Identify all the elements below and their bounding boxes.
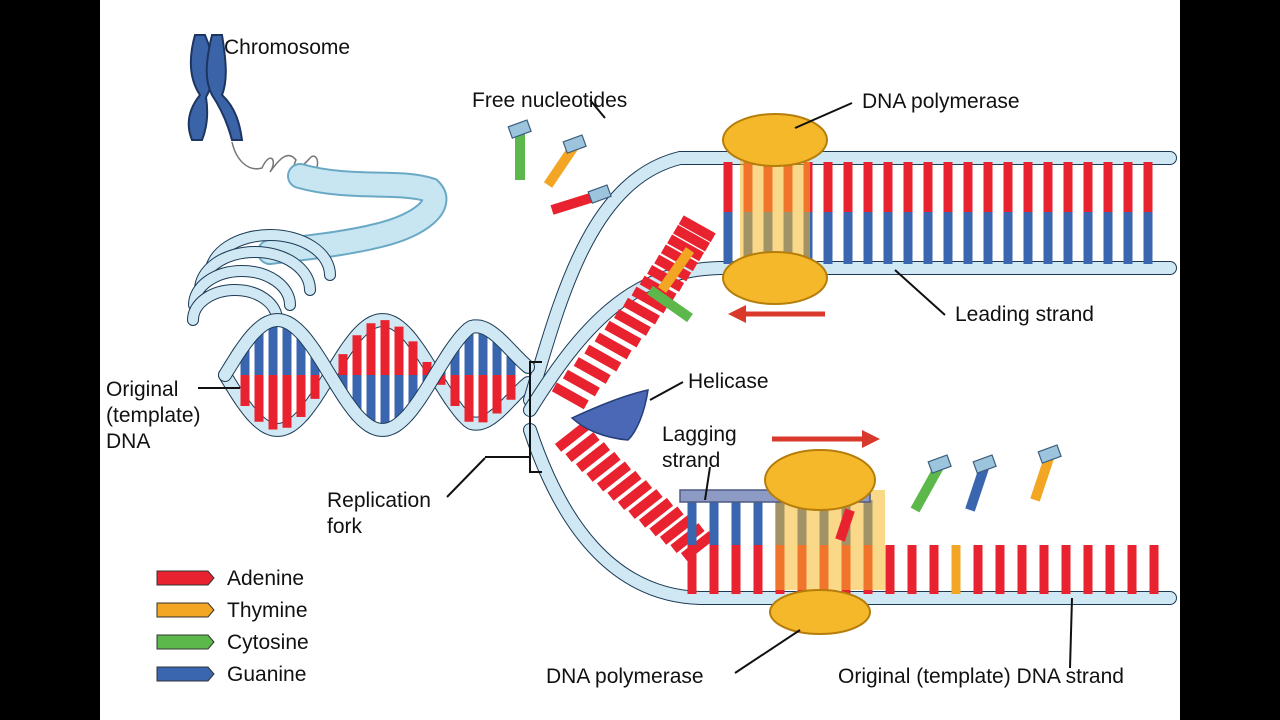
legend-guanine-label: Guanine — [227, 663, 307, 686]
fork-upper-base-14 — [673, 224, 710, 252]
fork-lower-base-7 — [628, 489, 663, 519]
leader-line-2 — [894, 269, 946, 316]
fork-lower-base-0 — [554, 421, 590, 452]
replication-fork-bracket — [485, 361, 542, 473]
dna-polymerase-bottom-lower — [769, 589, 871, 635]
helicase-shape — [570, 389, 649, 441]
fork-lower-base-2 — [575, 442, 611, 472]
fork-upper-base-5 — [604, 320, 642, 348]
leader-line-7 — [734, 629, 801, 674]
fork-upper-base-8 — [631, 286, 669, 314]
legend-swatch-guanine — [156, 666, 215, 682]
dna-polymerase-top-lower — [722, 251, 828, 305]
lagging-strand-label: Lagging strand — [662, 423, 737, 472]
legend-thymine-label: Thymine — [227, 599, 308, 622]
fork-lower-base-9 — [649, 506, 684, 537]
dna-polymerase-top-body — [740, 150, 810, 270]
fork-upper-base-6 — [614, 309, 651, 336]
lagging-direction-arrow-head — [862, 430, 880, 448]
dna-polymerase-bottom-upper — [764, 449, 876, 511]
parent-helix-strand-a — [219, 314, 534, 436]
legend-swatch-thymine — [156, 602, 215, 618]
fork-lower-base-5 — [607, 470, 642, 501]
fork-upper-base-0 — [551, 382, 589, 410]
replication-fork-label: Replication fork — [327, 489, 431, 538]
fork-upper-base-7 — [623, 297, 660, 325]
fork-lower-base-4 — [596, 461, 632, 492]
legend-cytosine-label: Cytosine — [227, 631, 309, 654]
legend-adenine-label: Adenine — [227, 567, 305, 590]
upper-template-strand — [524, 152, 1176, 406]
fork-upper-base-2 — [573, 357, 611, 384]
dna-polymerase-bottom-label: DNA polymerase — [546, 665, 704, 688]
incoming-nucleotide-2 — [835, 508, 855, 542]
fork-upper-base-15 — [678, 215, 716, 243]
legend-swatch-cytosine — [156, 634, 215, 650]
free-nucleotide-sugar-5 — [1037, 444, 1062, 464]
incoming-nucleotide-0 — [657, 247, 695, 293]
parent-helix-strand-b — [219, 314, 534, 436]
leading-strand-label: Leading strand — [955, 303, 1094, 326]
free-nucleotide-sugar-2 — [587, 184, 612, 204]
leader-line-5 — [704, 466, 711, 501]
incoming-nucleotide-1 — [647, 285, 693, 323]
fork-lower-base-10 — [659, 514, 695, 545]
fork-lower-base-8 — [638, 497, 674, 528]
fork-upper-base-9 — [639, 275, 677, 303]
chromatin-thread — [231, 141, 319, 177]
free-nucleotide-5 — [1030, 453, 1055, 502]
chromatin-coil-3 — [188, 285, 282, 325]
fork-lower-base-1 — [565, 432, 600, 462]
chromosome-arm-right — [205, 34, 244, 141]
leader-line-8 — [1069, 597, 1073, 669]
chromatin-tube — [259, 165, 446, 263]
fork-upper-base-1 — [562, 369, 600, 397]
chromosome-label: Chromosome — [224, 36, 351, 59]
helicase-label: Helicase — [688, 370, 769, 393]
leader-line-4 — [649, 381, 684, 401]
free-nucleotide-sugar-0 — [507, 119, 532, 139]
free-nucleotide-sugar-1 — [562, 134, 587, 154]
fork-upper-base-4 — [594, 332, 632, 360]
fork-upper-base-3 — [584, 344, 622, 372]
free-nucleotide-4 — [965, 463, 990, 512]
leading-direction-arrow-head — [728, 305, 746, 323]
free-nucleotide-sugar-3 — [927, 454, 952, 474]
leader-line-1 — [794, 102, 853, 129]
original-template-strand-label: Original (template) DNA strand — [838, 665, 1124, 688]
free-nucleotide-3 — [910, 462, 945, 513]
free-nucleotides-label: Free nucleotides — [472, 89, 628, 112]
fork-lower-base-6 — [617, 480, 653, 510]
leading-new-strand — [524, 262, 1176, 416]
chromatin-coil-1 — [195, 247, 315, 295]
original-template-dna-label: Original (template) DNA — [106, 378, 201, 453]
fork-lower-base-3 — [586, 451, 621, 482]
free-nucleotide-sugar-4 — [972, 454, 997, 474]
leader-line-6 — [446, 457, 486, 498]
chromatin-coil-2 — [189, 266, 295, 310]
legend-swatch-adenine — [156, 570, 215, 586]
lower-template-strand — [524, 424, 1176, 604]
leader-line-0 — [589, 99, 606, 119]
dna-polymerase-top-upper — [722, 113, 828, 167]
dna-polymerase-top-label: DNA polymerase — [862, 90, 1020, 113]
